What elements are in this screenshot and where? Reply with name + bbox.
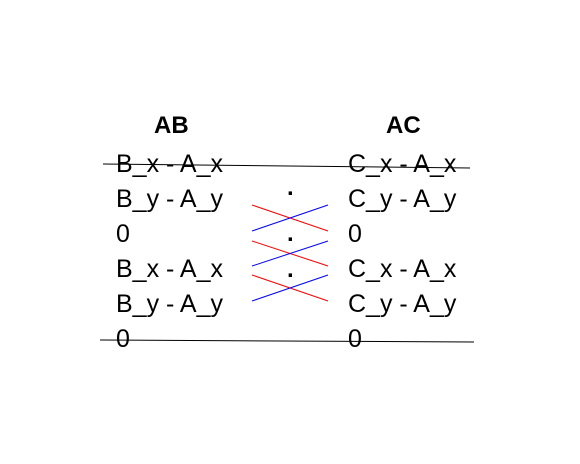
right-cell-4: C_x - A_x [348, 255, 457, 283]
bottom-strike-line [99, 339, 475, 343]
right-cell-6: 0 [348, 325, 362, 353]
right-cell-5: C_y - A_y [348, 290, 457, 318]
right-cell-1: C_x - A_x [348, 150, 457, 178]
left-cell-5: B_y - A_y [116, 290, 223, 318]
header-ab: AB [154, 112, 189, 139]
header-ac: AC [386, 112, 421, 139]
cross-blue-line-3 [251, 274, 329, 302]
left-cell-2: B_y - A_y [116, 185, 223, 213]
cross-blue-line-2 [251, 240, 329, 267]
dot-1: . [287, 174, 294, 201]
dot-3: . [287, 256, 294, 283]
left-cell-4: B_x - A_x [116, 255, 223, 283]
right-cell-3: 0 [348, 220, 362, 248]
cross-blue-line-1 [251, 204, 329, 232]
left-cell-3: 0 [116, 220, 130, 248]
dot-2: . [287, 220, 294, 247]
top-strike-line [102, 163, 471, 169]
left-cell-6: 0 [116, 325, 130, 353]
right-cell-2: C_y - A_y [348, 185, 457, 213]
